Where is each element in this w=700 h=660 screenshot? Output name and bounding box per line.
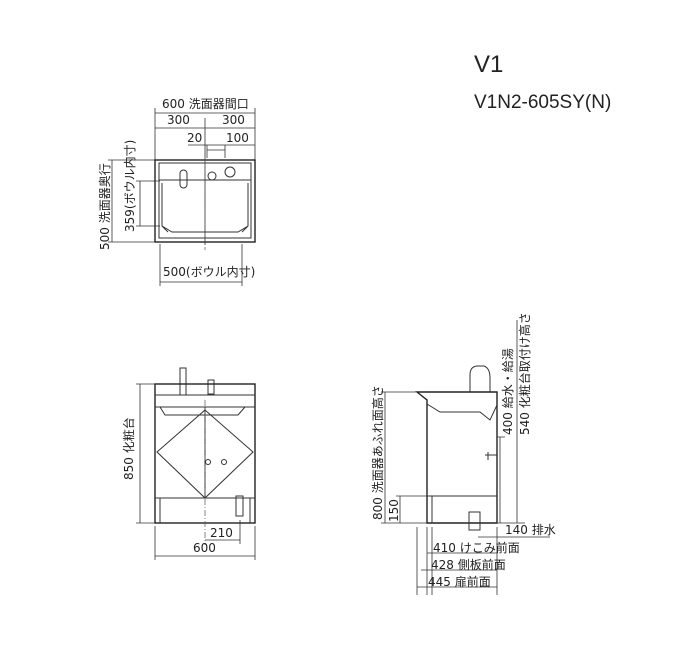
drain-trap-icon: [468, 511, 481, 531]
handle-icon: [207, 379, 215, 395]
knob-icon: [205, 459, 211, 465]
offset-small-dim: 20: [187, 131, 202, 145]
faucet-spout-icon: [179, 367, 187, 396]
model-number: V1N2-605SY(N): [474, 92, 611, 113]
door-label: 445 扉前面: [428, 574, 491, 589]
left-half-dim: 300: [167, 113, 190, 127]
width-label: 600 洗面器間口: [162, 97, 249, 111]
bowl-depth-label: 359(ボウル内寸): [123, 140, 137, 232]
height-label: 850 化粧台: [121, 417, 136, 480]
side-view: 800 洗面器あふれ面高さ 150 400 給水・給湯 540 化粧台取付け高さ…: [370, 312, 556, 595]
drain-trap-icon: [235, 495, 244, 517]
series-title: V1: [474, 51, 503, 78]
width-dim: 600: [193, 541, 216, 555]
bowl-width-label: 500(ボウル内寸): [163, 265, 255, 279]
kick-label: 410 けこみ前面: [433, 540, 520, 555]
supply-height-label: 400 給水・給湯: [501, 348, 515, 435]
plinth-height-label: 150: [387, 499, 401, 522]
drain-offset-dim: 210: [210, 526, 233, 540]
cabinet-side-outline: [415, 391, 498, 524]
rim-height-label: 800 洗面器あふれ面高さ: [370, 385, 385, 520]
handle-icon: [224, 166, 236, 178]
drain-label: 140 排水: [505, 523, 556, 537]
depth-label: 500 洗面器奥行: [98, 163, 112, 250]
overflow-icon: [179, 169, 188, 189]
front-view: 850 化粧台 210 600: [121, 367, 256, 560]
knob-icon: [221, 459, 227, 465]
door-diamond: [156, 409, 254, 499]
plan-view: 600 洗面器間口 300 300 20 100 500 洗面器奥行 359(ボ…: [98, 97, 256, 286]
side-panel-label: 428 側板前面: [431, 557, 506, 572]
offset-faucet-dim: 100: [226, 131, 249, 145]
faucet-icon: [207, 171, 217, 181]
mount-height-label: 540 化粧台取付け高さ: [517, 312, 532, 435]
right-half-dim: 300: [222, 113, 245, 127]
faucet-icon: [469, 365, 491, 392]
